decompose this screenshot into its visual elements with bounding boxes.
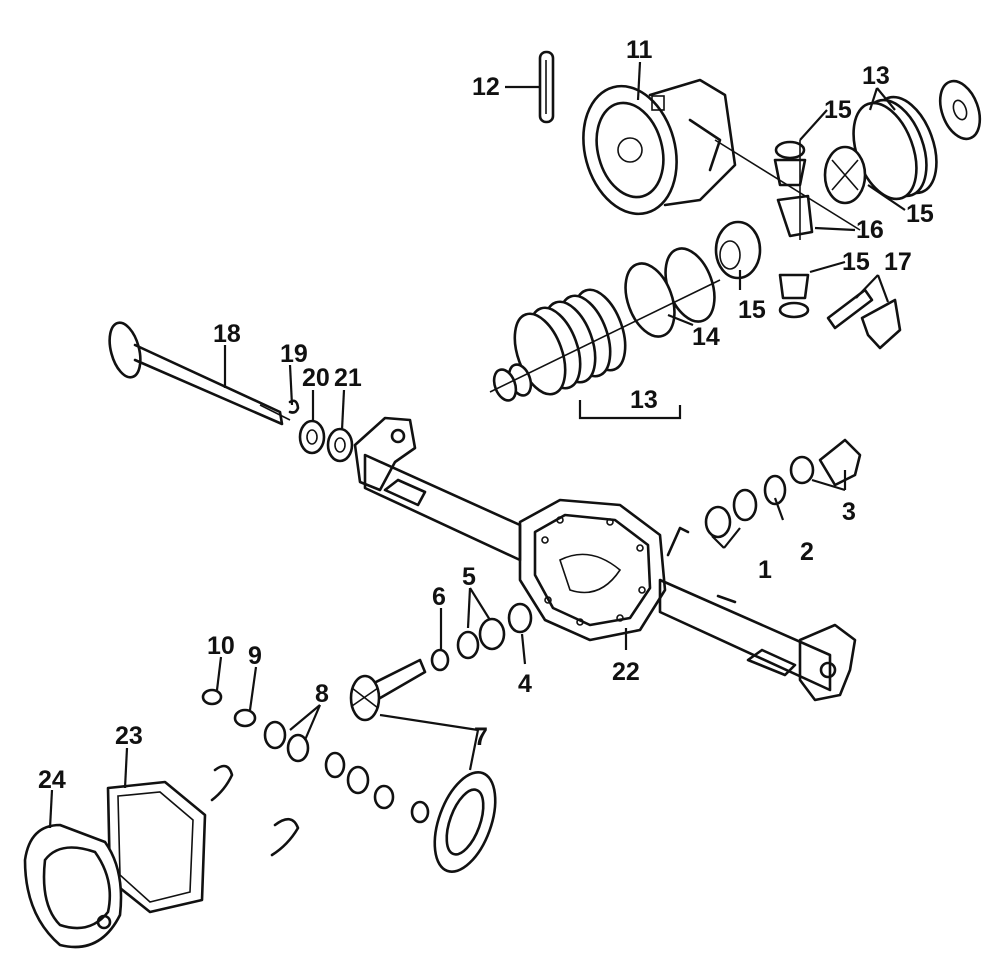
callout-14: 14 [692, 323, 720, 351]
leader-lines [48, 61, 906, 829]
side-gears [714, 140, 867, 319]
callout-22: 22 [612, 658, 640, 686]
pinion-bearings-center [430, 602, 533, 672]
callout-18: 18 [213, 320, 241, 348]
differential-case [582, 78, 737, 216]
ring-and-pinion [349, 658, 497, 873]
axle-housing [353, 416, 857, 702]
clutch-pack-upper [852, 79, 982, 201]
callout-16: 16 [856, 216, 884, 244]
callout-labels: 1 2 3 4 5 6 7 8 9 10 11 12 13 13 14 15 1… [38, 36, 934, 794]
callout-13-upper: 13 [862, 62, 890, 90]
callout-6: 6 [432, 583, 446, 611]
callout-15-top: 15 [824, 96, 852, 124]
callout-21: 21 [334, 364, 362, 392]
callout-15-mid: 15 [842, 248, 870, 276]
pinion-shims-and-nut [201, 688, 430, 824]
callout-12: 12 [472, 73, 500, 101]
callout-15-low: 15 [738, 296, 766, 324]
axle-shaft [108, 321, 291, 426]
callout-23: 23 [115, 722, 143, 750]
callout-10: 10 [207, 632, 235, 660]
pinion-bearings-right [704, 438, 862, 539]
callout-13-lower: 13 [630, 386, 658, 414]
callout-20: 20 [302, 364, 330, 392]
clutch-pack-lower [489, 247, 721, 402]
differential-cover [23, 823, 123, 949]
cross-shaft-pin [538, 50, 555, 124]
callout-9: 9 [248, 642, 262, 670]
callout-17: 17 [884, 248, 912, 276]
callout-19: 19 [280, 340, 308, 368]
callout-5: 5 [462, 563, 476, 591]
callout-4: 4 [518, 670, 532, 698]
bearing-caps [210, 764, 300, 857]
callout-2: 2 [800, 538, 814, 566]
axle-bearing-seal [288, 399, 354, 463]
callout-15-right: 15 [906, 200, 934, 228]
callout-24: 24 [38, 766, 66, 794]
callout-8: 8 [315, 680, 329, 708]
cover-gasket [106, 780, 207, 914]
thrust-block [714, 139, 861, 240]
lock-bolt [826, 288, 902, 350]
callout-3: 3 [842, 498, 856, 526]
callout-1: 1 [758, 556, 772, 584]
callout-11: 11 [626, 36, 653, 64]
callout-7: 7 [474, 723, 488, 751]
